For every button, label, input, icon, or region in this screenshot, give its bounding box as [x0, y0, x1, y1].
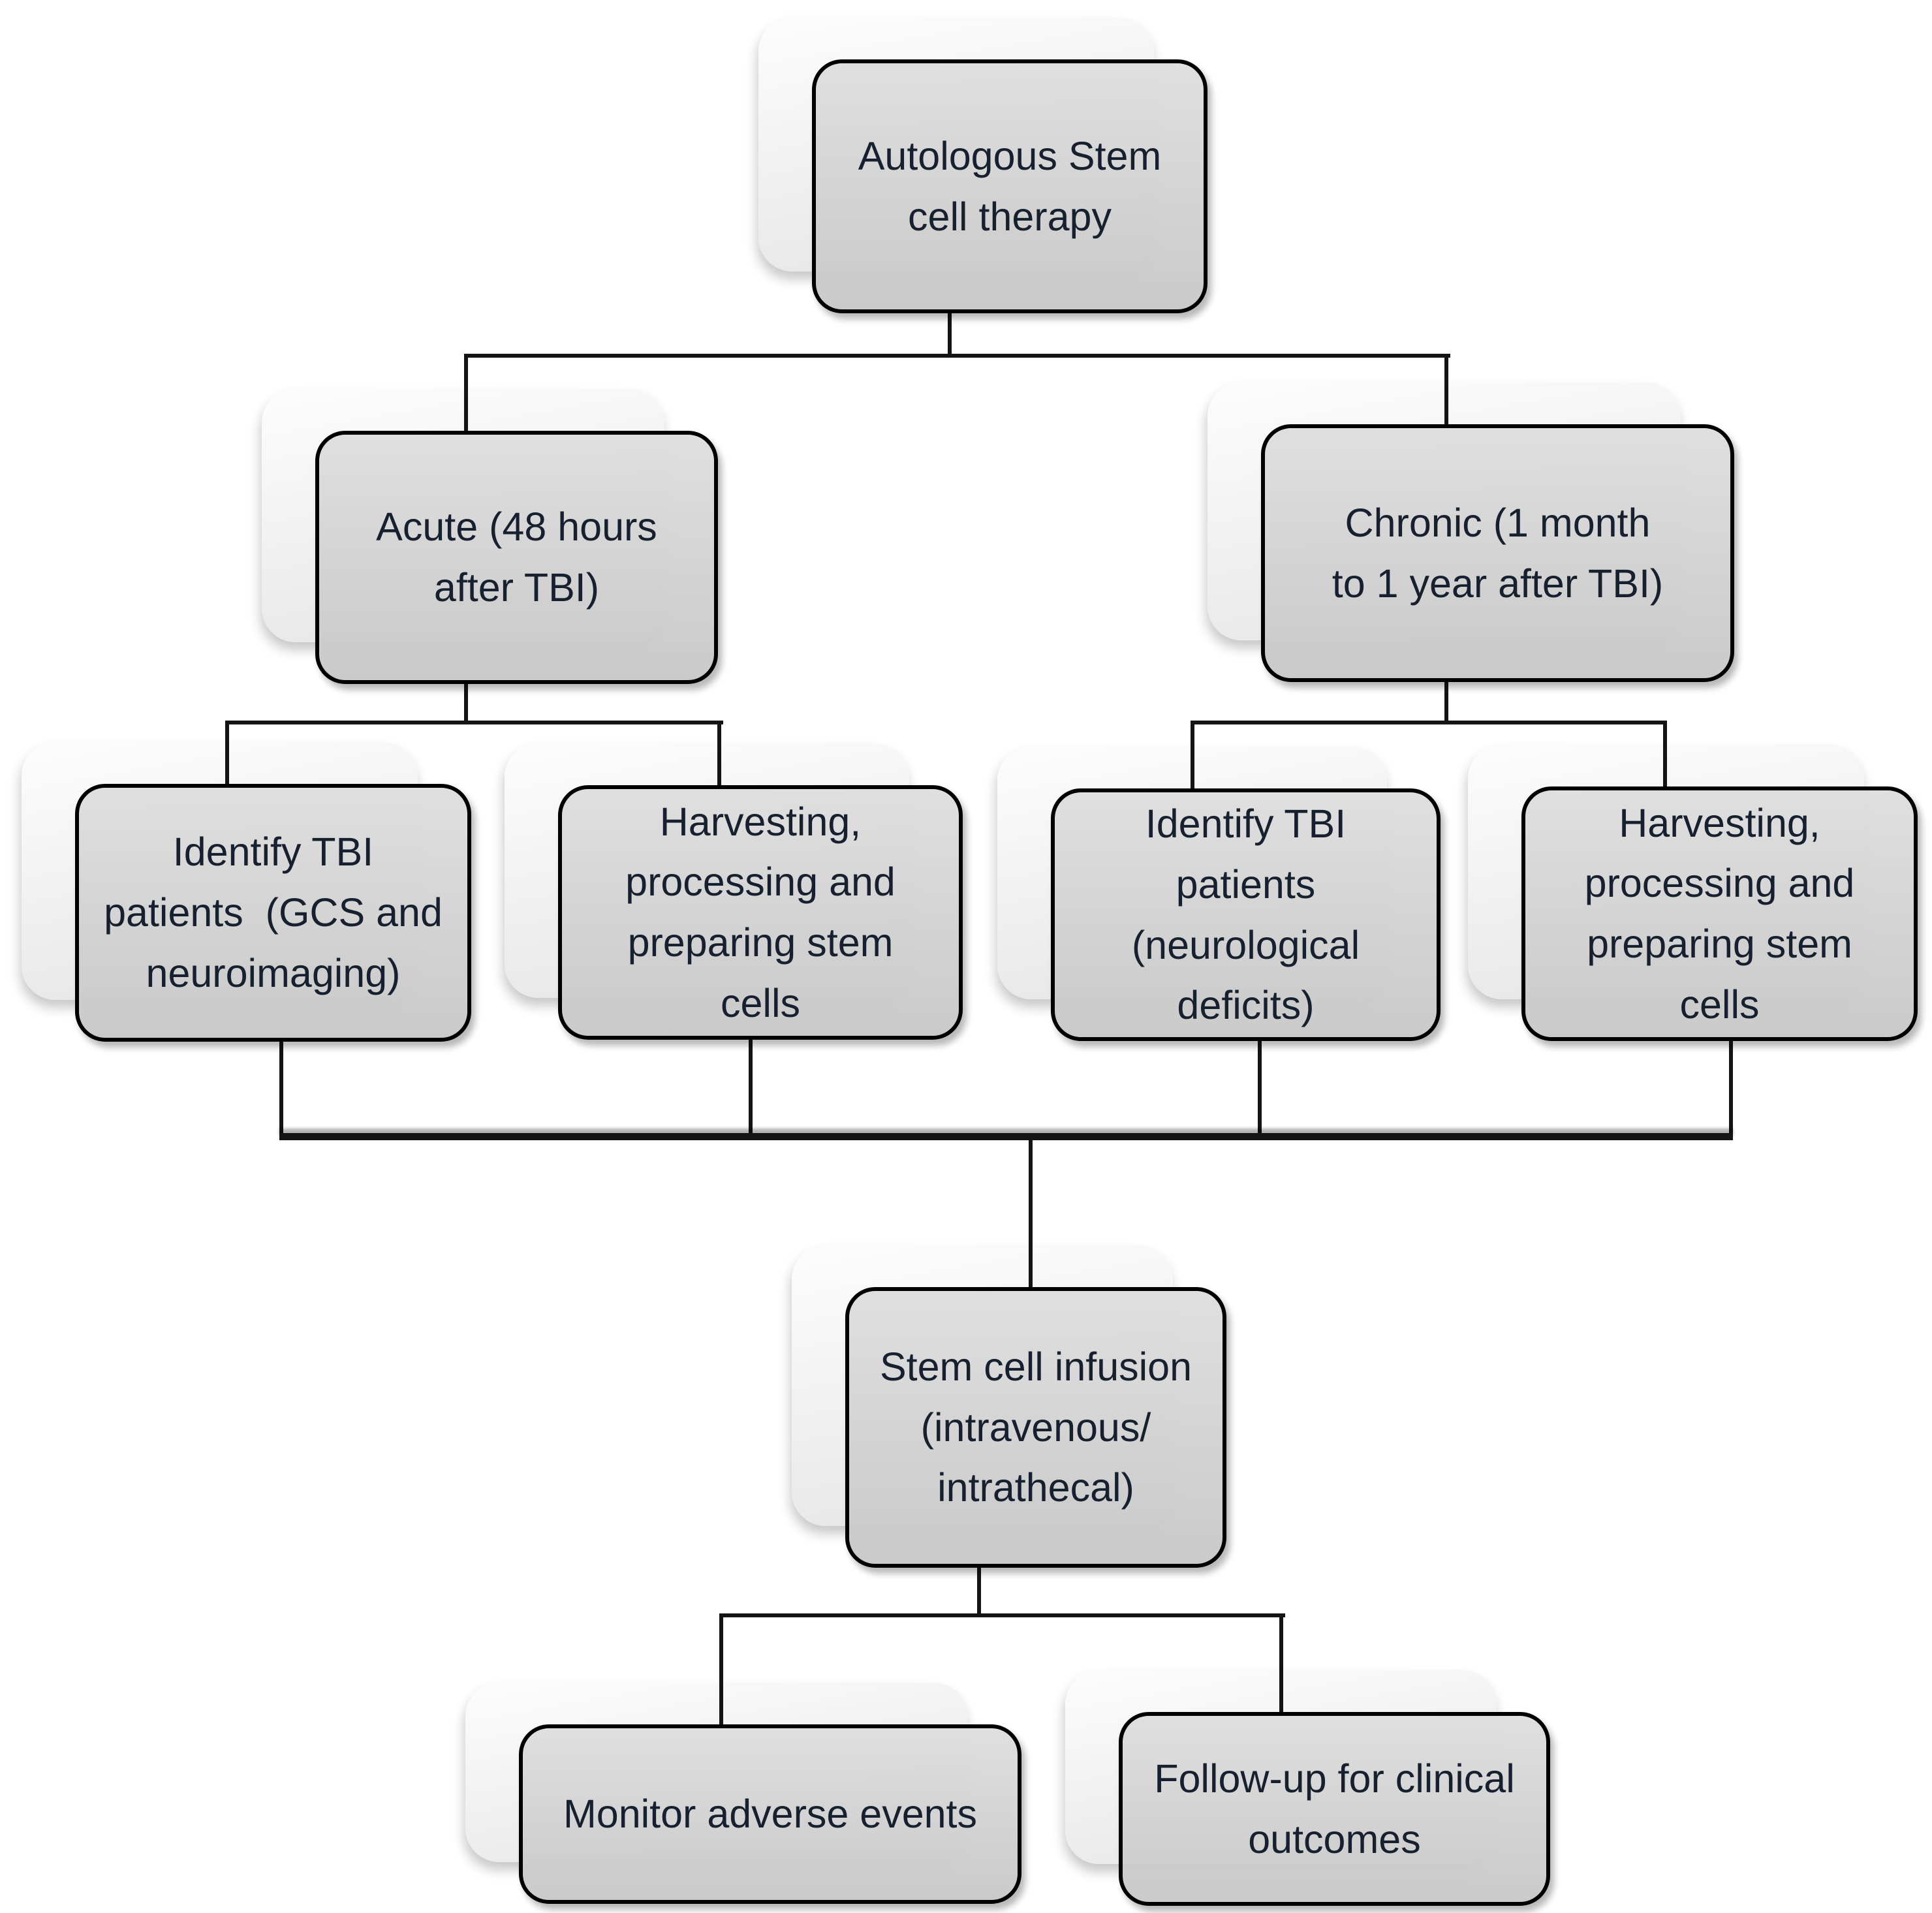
node-acute: Acute (48 hours after TBI) [262, 389, 718, 684]
connector-to-harvest-chronic [1663, 721, 1667, 789]
connector-harvest-acute-down [749, 1037, 753, 1137]
connector-to-harvest-acute [717, 721, 721, 788]
harvesting-chronic-label: Harvesting, processing and preparing ste… [1584, 800, 1855, 1027]
connector-to-followup [1279, 1613, 1283, 1715]
followup-clinical-outcomes-label: Follow-up for clinical outcomes [1154, 1756, 1515, 1861]
connector-infusion-down [977, 1565, 981, 1617]
acute-box: Acute (48 hours after TBI) [315, 431, 718, 684]
connector-identify-chronic-down [1258, 1038, 1262, 1137]
node-harvesting-acute: Harvesting, processing and preparing ste… [505, 743, 963, 1040]
connector-acute-children-bus [225, 721, 723, 724]
connector-merge-bus [279, 1133, 1733, 1140]
connector-bus-to-infusion [1029, 1140, 1033, 1290]
connector-harvest-chronic-down [1729, 1038, 1733, 1137]
node-identify-tbi-acute: Identify TBI patients (GCS and neuroimag… [22, 742, 471, 1042]
chronic-box: Chronic (1 month to 1 year after TBI) [1261, 424, 1734, 682]
node-chronic: Chronic (1 month to 1 year after TBI) [1208, 382, 1734, 682]
followup-clinical-outcomes-box: Follow-up for clinical outcomes [1119, 1712, 1550, 1906]
connector-chronic-down [1444, 679, 1448, 724]
harvesting-acute-label: Harvesting, processing and preparing ste… [625, 799, 896, 1025]
autologous-stem-cell-therapy-label: Autologous Stem cell therapy [858, 133, 1162, 239]
node-autologous-stem-cell-therapy: Autologous Stem cell therapy [758, 18, 1208, 313]
monitor-adverse-events-label: Monitor adverse events [563, 1792, 978, 1837]
identify-tbi-acute-box: Identify TBI patients (GCS and neuroimag… [75, 784, 471, 1042]
connector-outcome-bus [719, 1613, 1285, 1617]
harvesting-chronic-box: Harvesting, processing and preparing ste… [1521, 786, 1918, 1041]
acute-label: Acute (48 hours after TBI) [376, 505, 657, 610]
node-stem-cell-infusion: Stem cell infusion (intravenous/ intrath… [792, 1245, 1226, 1568]
node-identify-tbi-chronic: Identify TBI patients (neurological defi… [997, 747, 1441, 1041]
identify-tbi-acute-label: Identify TBI patients (GCS and neuroimag… [104, 830, 443, 995]
connector-chronic-children-bus [1191, 721, 1667, 724]
node-harvesting-chronic: Harvesting, processing and preparing ste… [1468, 745, 1918, 1041]
connector-level1-bus [464, 354, 1450, 358]
connector-to-monitor [719, 1613, 723, 1727]
connector-identify-acute-down [279, 1039, 283, 1137]
connector-to-identify-acute [225, 721, 229, 786]
node-monitor-adverse-events: Monitor adverse events [465, 1683, 1021, 1904]
autologous-stem-cell-therapy-box: Autologous Stem cell therapy [812, 59, 1208, 313]
connector-bus-to-acute [464, 354, 468, 433]
identify-tbi-chronic-label: Identify TBI patients (neurological defi… [1131, 801, 1360, 1028]
stem-cell-infusion-box: Stem cell infusion (intravenous/ intrath… [845, 1287, 1226, 1568]
harvesting-acute-box: Harvesting, processing and preparing ste… [558, 785, 963, 1040]
connector-bus-to-chronic [1444, 354, 1448, 427]
stem-cell-infusion-label: Stem cell infusion (intravenous/ intrath… [879, 1344, 1192, 1510]
node-followup-clinical-outcomes: Follow-up for clinical outcomes [1065, 1670, 1550, 1906]
identify-tbi-chronic-box: Identify TBI patients (neurological defi… [1051, 788, 1441, 1041]
connector-to-identify-chronic [1191, 721, 1194, 791]
monitor-adverse-events-box: Monitor adverse events [519, 1724, 1021, 1904]
connector-root-down [948, 312, 952, 358]
connector-acute-down [464, 681, 468, 724]
chronic-label: Chronic (1 month to 1 year after TBI) [1332, 500, 1664, 606]
